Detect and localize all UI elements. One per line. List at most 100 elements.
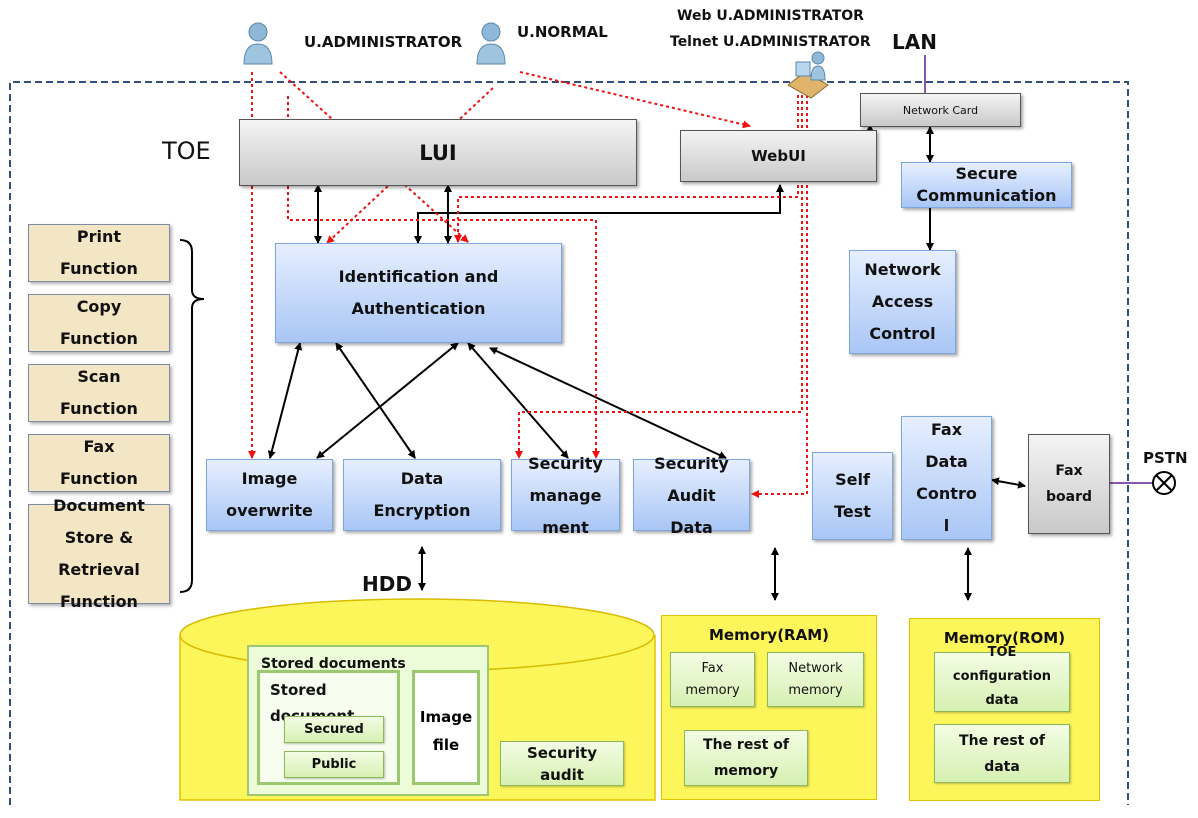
remote-admin-icon (787, 51, 829, 99)
fax-memory-line2: memory (685, 682, 740, 698)
sf-line2: Function (60, 399, 138, 418)
nac-line2: Access (871, 292, 934, 311)
network-memory-line1: Network (788, 660, 843, 676)
secure-comm-line2: Communication (916, 186, 1057, 205)
rest-data-line2: data (984, 758, 1020, 775)
sa-store-line2: audit (540, 765, 584, 784)
st-line1: Self (835, 470, 870, 489)
toe-config-line3: data (985, 693, 1019, 708)
public-label: Public (311, 757, 357, 772)
webui-label: WebUI (751, 147, 806, 165)
actor-telnet-admin-label: Telnet U.ADMINISTRATOR (670, 34, 871, 50)
public-box: Public (284, 751, 384, 778)
sm-line3: ment (542, 518, 589, 537)
toe-label: TOE (162, 137, 211, 165)
webui-box: WebUI (680, 130, 877, 182)
dsr-line2: Store & (64, 528, 134, 547)
dsr-line4: Function (60, 592, 138, 611)
dsr-line1: Document (53, 496, 145, 515)
image-file-line1: Image (419, 708, 473, 726)
image-file-box: Image file (412, 670, 480, 785)
io-line1: Image (241, 469, 298, 488)
toe-config-line2: configuration (952, 669, 1052, 684)
st-line2: Test (834, 502, 871, 521)
image-file-line2: file (432, 736, 460, 754)
normal-user-icon (476, 22, 506, 65)
fdc-line4: l (943, 516, 950, 535)
cf-line1: Copy (76, 297, 122, 316)
actor-administrator-label: U.ADMINISTRATOR (304, 33, 463, 51)
stored-documents-label: Stored documents (261, 656, 406, 672)
network-memory-line2: memory (788, 682, 843, 698)
secure-communication-box: Secure Communication (901, 162, 1072, 208)
scan-function-box: Scan Function (28, 364, 170, 422)
admin-user-icon (243, 22, 273, 65)
de-line2: Encryption (373, 501, 471, 520)
ia-line1: Identification and (338, 267, 499, 286)
pf-line1: Print (76, 227, 122, 246)
sf-line1: Scan (77, 367, 121, 386)
sad-line3: Data (670, 518, 713, 537)
fax-memory-box: Fax memory (670, 652, 755, 707)
pf-line2: Function (60, 259, 138, 278)
rest-memory-line2: memory (713, 763, 779, 779)
fax-board-box: Fax board (1028, 434, 1110, 534)
fax-memory-line1: Fax (701, 660, 724, 676)
print-function-box: Print Function (28, 224, 170, 282)
security-audit-store-box: Security audit (500, 741, 624, 786)
lui-label: LUI (419, 140, 457, 165)
network-card-label: Network Card (902, 103, 979, 117)
lan-label: LAN (892, 30, 937, 54)
network-access-control-box: Network Access Control (849, 250, 956, 354)
rom-title: Memory(ROM) (943, 629, 1066, 647)
document-store-retrieval-function-box: Document Store & Retrieval Function (28, 496, 170, 611)
fax-board-line2: board (1045, 489, 1092, 505)
secured-box: Secured (284, 716, 384, 743)
toe-config-line1: TOE (987, 645, 1017, 660)
dsr-line3: Retrieval (58, 560, 140, 579)
fdc-line3: Contro (916, 484, 977, 503)
actor-normal-label: U.NORMAL (517, 23, 608, 41)
toe-configuration-box: TOE configuration data (934, 645, 1070, 712)
secured-label: Secured (304, 722, 364, 737)
sm-line2: manage (529, 486, 602, 505)
ff-line2: Function (60, 469, 138, 488)
network-memory-box: Network memory (767, 652, 864, 707)
de-line1: Data (400, 469, 444, 488)
network-card-box: Network Card (860, 93, 1021, 127)
actor-web-admin-label: Web U.ADMINISTRATOR (677, 8, 864, 24)
fdc-line1: Fax (930, 420, 963, 439)
stored-inner-label: Stored (270, 681, 327, 699)
image-overwrite-box: Image overwrite (206, 459, 333, 531)
fax-board-line1: Fax (1055, 463, 1083, 479)
cf-line2: Function (60, 329, 138, 348)
sad-line2: Audit (667, 486, 716, 505)
self-test-box: Self Test (812, 452, 893, 540)
pstn-connector-icon (1152, 471, 1176, 495)
ram-title: Memory(RAM) (708, 626, 829, 644)
toe-boundary (9, 81, 1129, 805)
lui-box: LUI (239, 119, 637, 186)
fax-function-box: Fax Function (28, 434, 170, 492)
hdd-label: HDD (362, 572, 412, 596)
sad-line1: Security (654, 454, 729, 473)
sm-line1: Security (528, 454, 603, 473)
security-management-box: Security manage ment (511, 454, 620, 537)
identification-authentication-box: Identification and Authentication (275, 243, 562, 343)
rest-memory-line1: The rest of (703, 737, 789, 753)
pstn-label: PSTN (1143, 449, 1188, 467)
ia-line2: Authentication (351, 299, 486, 318)
rest-data-line1: The rest of (959, 732, 1045, 749)
ff-line1: Fax (83, 437, 115, 456)
secure-comm-line1: Secure (955, 164, 1018, 183)
fax-data-control-box: Fax Data Contro l (901, 416, 992, 540)
security-audit-data-box: Security Audit Data (633, 454, 750, 537)
copy-function-box: Copy Function (28, 294, 170, 352)
rest-of-data-box: The rest of data (934, 724, 1070, 783)
nac-line1: Network (864, 260, 941, 279)
data-encryption-box: Data Encryption (343, 459, 501, 531)
fdc-line2: Data (925, 452, 968, 471)
rest-of-memory-box: The rest of memory (684, 730, 808, 786)
io-line2: overwrite (226, 501, 313, 520)
sa-store-line1: Security (526, 743, 598, 762)
